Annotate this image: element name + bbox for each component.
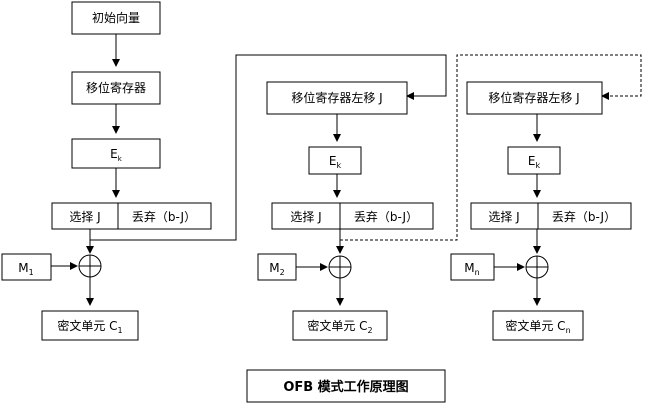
discard-label: 丢弃（b-J）	[354, 209, 418, 224]
message-label: M1	[18, 261, 33, 277]
shift-register-label: 移位寄存器	[86, 80, 146, 95]
column-1: 初始向量 移位寄存器 Ek 选择 J 丢弃（b-J） M1 密文单元 C1	[1, 1, 212, 341]
title-box	[246, 369, 446, 403]
encrypt-label: Ek	[329, 154, 342, 170]
cipher-box	[41, 310, 139, 341]
diagram-title: OFB 模式工作原理图	[283, 379, 408, 395]
shift-register-box	[71, 71, 161, 105]
message-box	[1, 253, 52, 281]
encrypt-box	[71, 138, 161, 169]
cipher-label: 密文单元 Cn	[505, 318, 570, 335]
encrypt-label: Ek	[110, 147, 123, 163]
message-label: M2	[269, 261, 284, 277]
discard-label: 丢弃（b-J）	[132, 209, 196, 224]
message-box	[257, 253, 297, 281]
iv-label: 初始向量	[92, 10, 140, 25]
column-3: 移位寄存器左移 J Ek 选择 J 丢弃（b-J） Mn 密文单元 Cn	[450, 81, 632, 341]
shift-register-left-label: 移位寄存器左移 J	[488, 90, 579, 105]
shift-register-left-label: 移位寄存器左移 J	[291, 90, 382, 105]
encrypt-box	[507, 146, 561, 175]
select-label: 选择 J	[488, 210, 519, 224]
message-label: Mn	[464, 261, 479, 277]
feedback-line-1	[90, 54, 447, 241]
discard-label: 丢弃（b-J）	[552, 209, 616, 224]
feedback-line-2	[340, 54, 642, 241]
select-label: 选择 J	[69, 210, 100, 224]
cipher-label: 密文单元 C2	[307, 318, 372, 335]
discard-box	[339, 202, 434, 230]
encrypt-label: Ek	[528, 154, 541, 170]
select-box	[470, 202, 539, 230]
iv-box	[71, 1, 161, 35]
column-2: 移位寄存器左移 J Ek 选择 J 丢弃（b-J） M2 密文单元 C2	[257, 81, 434, 341]
shift-register-left-box	[466, 81, 603, 115]
discard-box	[117, 202, 212, 230]
select-label: 选择 J	[290, 210, 321, 224]
cipher-label: 密文单元 C1	[57, 318, 122, 335]
message-box	[450, 253, 495, 281]
cipher-box	[492, 310, 584, 341]
discard-box	[537, 202, 632, 230]
cipher-box	[292, 310, 388, 341]
select-box	[271, 202, 341, 230]
encrypt-box	[308, 146, 362, 175]
shift-register-left-box	[266, 81, 408, 115]
